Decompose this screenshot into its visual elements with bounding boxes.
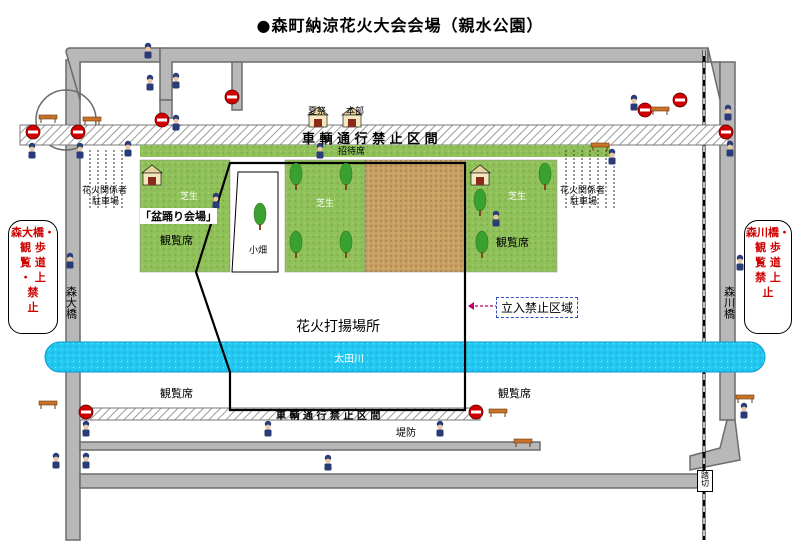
lawn-label: 芝生	[180, 192, 199, 202]
callout-line: 観 歩	[755, 241, 781, 254]
barricade-icon	[38, 400, 58, 410]
callout-line: 止	[762, 286, 774, 299]
bon-dance-label: 「盆踊り会場」	[140, 208, 217, 224]
barricade-icon	[38, 114, 58, 124]
barricade-icon	[650, 106, 670, 116]
no-entry-sign-icon	[468, 404, 484, 420]
bridge-left-text: 森大橋	[64, 286, 78, 319]
bridge-right-label: 森川橋	[722, 286, 736, 322]
callout-line: 観 歩	[20, 241, 46, 254]
barricade-icon	[735, 394, 755, 404]
callout-line: 覧 道	[755, 256, 781, 269]
callout-line: 森川橋・	[746, 226, 790, 239]
parking-right-label: 花火関係者	[560, 186, 606, 196]
viewing-seat-label: 観覧席	[498, 387, 531, 400]
no-traffic-label-bottom: 車 輌 通 行 禁 止 区 間	[276, 411, 381, 422]
reception-label: 招待席	[338, 147, 366, 157]
page-title: ●森町納涼花火大会会場（親水公園）	[256, 16, 544, 35]
callout-right: 森川橋・ 観 歩 覧 道 禁 上 止	[744, 220, 792, 334]
sand-area	[364, 159, 466, 273]
lawn-label: 芝生	[508, 192, 527, 202]
callout-line: ・ 上	[20, 271, 46, 284]
callout-line: 禁	[27, 286, 39, 299]
reception-strip	[140, 145, 610, 157]
no-entry-sign-icon	[70, 124, 86, 140]
arrow-left-icon	[468, 302, 496, 310]
parking-markings	[89, 150, 615, 210]
ota-river	[44, 341, 766, 373]
no-entry-sign-icon	[718, 124, 734, 140]
lawn-label: 芝生	[316, 199, 335, 209]
small-field-label: 小畑	[249, 246, 268, 256]
no-entry-sign-icon	[154, 112, 170, 128]
parking-left-label: 花火関係者	[82, 186, 128, 196]
callout-left: 森大橋・ 観 歩 覧 道 ・ 上 禁 止	[8, 220, 58, 334]
barricade-icon	[82, 116, 102, 126]
no-entry-sign-icon	[25, 124, 41, 140]
viewing-seat-label: 観覧席	[160, 387, 193, 400]
embankment-label: 堤防	[396, 428, 416, 439]
callout-line: 森大橋・	[11, 226, 55, 239]
river-label: 太田川	[334, 354, 364, 365]
headquarters-hut-label: 本部	[346, 107, 365, 117]
callout-line: 覧 道	[20, 256, 46, 269]
no-entry-sign-icon	[78, 404, 94, 420]
callout-line: 禁 上	[755, 271, 781, 284]
callout-line: 止	[27, 301, 39, 314]
bridge-left-label: 森大橋	[64, 286, 78, 322]
festival-hut-label: 夏祭	[308, 107, 327, 117]
no-entry-sign-icon	[637, 102, 653, 118]
viewing-seat-label: 観覧席	[160, 234, 193, 247]
level-crossing-label: 踏切	[697, 470, 713, 492]
viewing-seat-label: 観覧席	[496, 236, 529, 249]
no-entry-sign-icon	[672, 92, 688, 108]
small-field	[231, 171, 279, 273]
parking-left-label-2: 駐車場	[92, 197, 120, 207]
parking-right-label-2: 駐車場	[570, 197, 598, 207]
no-entry-sign-icon	[224, 89, 240, 105]
restricted-area-label: 立入禁止区域	[496, 297, 579, 318]
fireworks-site-label: 花火打揚場所	[296, 319, 380, 335]
barricade-icon	[488, 408, 508, 418]
level-crossing-text: 踏切	[700, 471, 710, 487]
bridge-right-text: 森川橋	[722, 286, 736, 319]
no-traffic-label-top: 車 輌 通 行 禁 止 区 間	[302, 132, 438, 147]
restricted-area-outline	[194, 161, 467, 412]
